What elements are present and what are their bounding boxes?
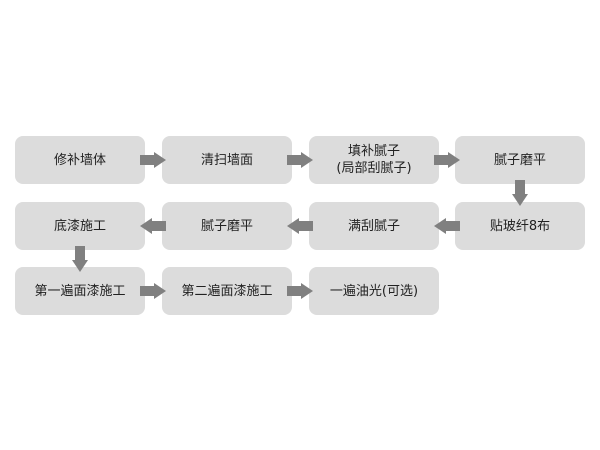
step-label: 腻子磨平 <box>493 152 546 168</box>
step-clean-wall: 清扫墙面 <box>162 136 292 184</box>
step-fill-putty: 填补腻子 (局部刮腻子) <box>309 136 439 184</box>
arrow-left-icon <box>287 218 313 234</box>
arrow-down-icon <box>72 246 88 272</box>
step-full-putty: 满刮腻子 <box>309 202 439 250</box>
step-first-topcoat: 第一遍面漆施工 <box>15 267 145 315</box>
arrow-right-icon <box>287 283 313 299</box>
arrow-left-icon <box>434 218 460 234</box>
step-label-group: 填补腻子 (局部刮腻子) <box>336 143 411 177</box>
step-label: 填补腻子 <box>347 144 400 159</box>
step-sand-putty-1: 腻子磨平 <box>455 136 585 184</box>
step-fiberglass-cloth: 贴玻纤8布 <box>455 202 585 250</box>
step-label: 腻子磨平 <box>200 218 253 234</box>
step-sand-putty-2: 腻子磨平 <box>162 202 292 250</box>
step-label: 底漆施工 <box>53 218 106 234</box>
step-label: 第二遍面漆施工 <box>181 283 273 299</box>
step-second-topcoat: 第二遍面漆施工 <box>162 267 292 315</box>
step-primer: 底漆施工 <box>15 202 145 250</box>
step-repair-wall: 修补墙体 <box>15 136 145 184</box>
step-gloss-coat: 一遍油光(可选) <box>309 267 439 315</box>
step-label: 满刮腻子 <box>347 218 400 234</box>
arrow-right-icon <box>140 152 166 168</box>
arrow-right-icon <box>287 152 313 168</box>
step-label: 清扫墙面 <box>200 152 253 168</box>
step-label: 第一遍面漆施工 <box>34 283 126 299</box>
step-label: 一遍油光(可选) <box>329 283 419 299</box>
arrow-down-icon <box>512 180 528 206</box>
arrow-right-icon <box>434 152 460 168</box>
arrow-left-icon <box>140 218 166 234</box>
step-label: 修补墙体 <box>53 152 106 168</box>
step-label: 贴玻纤8布 <box>489 218 551 234</box>
arrow-right-icon <box>140 283 166 299</box>
step-sublabel: (局部刮腻子) <box>336 161 412 176</box>
